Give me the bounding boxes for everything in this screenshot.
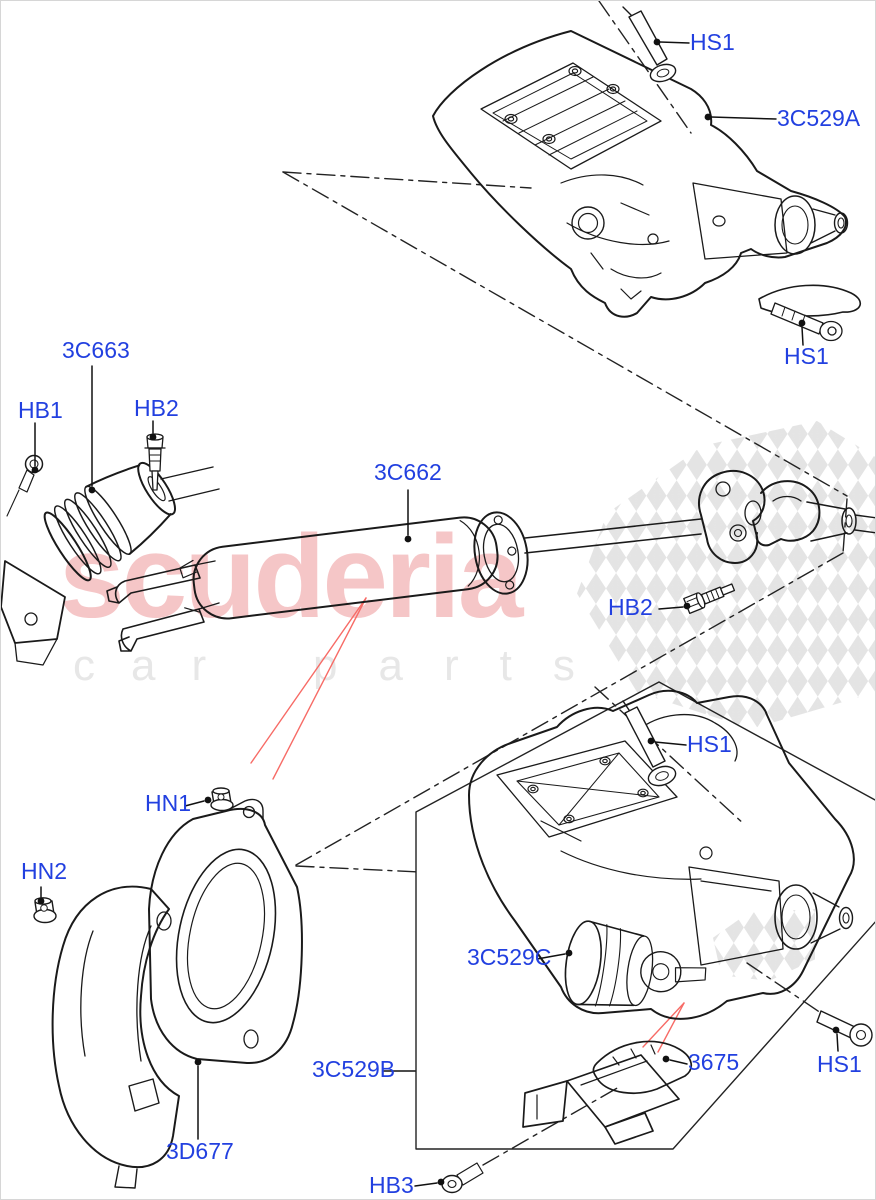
callout-label-hn2: HN2 (21, 858, 68, 884)
callout-label-3c663: 3C663 (62, 337, 130, 363)
red-alignment-lines (250, 597, 685, 1053)
callout-label-3c529a: 3C529A (777, 105, 861, 131)
nut-hn2 (33, 897, 57, 924)
callout-label-3c662: 3C662 (374, 459, 442, 485)
bolt-hs1-upper-right (770, 302, 843, 342)
upper-steering-column-assembly (432, 30, 862, 318)
bolt-hs1-middle (622, 700, 677, 787)
watermark-tagline-parts: parts (313, 641, 616, 690)
callout-label-hs1-bottom-right: HS1 (817, 1051, 862, 1077)
callout-label-3c529c: 3C529C (467, 944, 552, 970)
bolt-hs1-bottom-right (816, 1010, 873, 1047)
callout-label-3c529b: 3C529B (312, 1056, 396, 1082)
callout-label-hs1-middle: HS1 (687, 731, 732, 757)
callout-label-hb2-right: HB2 (608, 594, 653, 620)
bolt-hb3 (441, 1162, 484, 1194)
lower-steering-column-assembly (468, 689, 855, 1020)
callout-leader-lines (31, 38, 840, 1187)
cover-plate-3d677 (128, 798, 303, 1112)
callout-label-3675: 3675 (688, 1049, 740, 1075)
projection-lines (282, 1, 848, 1166)
callout-label-hs1-upper-right: HS1 (784, 343, 829, 369)
callout-label-3d677: 3D677 (166, 1138, 234, 1164)
column-boot (51, 885, 180, 1189)
watermark-brand-text: scuderia (59, 511, 523, 643)
bolt-hb1 (6, 454, 44, 517)
flexible-coupling-3c663 (1, 461, 220, 666)
bolt-hs1-top (622, 6, 677, 83)
callout-label-hb2-left: HB2 (134, 395, 179, 421)
watermark-tagline-car: car (73, 641, 243, 690)
callout-label-hn1: HN1 (145, 790, 192, 816)
nut-hn1 (210, 787, 234, 812)
bolt-hb2-right (683, 583, 736, 615)
callout-label-hb3: HB3 (369, 1172, 414, 1198)
callout-label-hb1: HB1 (18, 397, 63, 423)
callout-label-hs1-top: HS1 (690, 29, 735, 55)
intermediate-shaft-3c662 (106, 470, 875, 652)
bracket-3675 (522, 1040, 693, 1145)
